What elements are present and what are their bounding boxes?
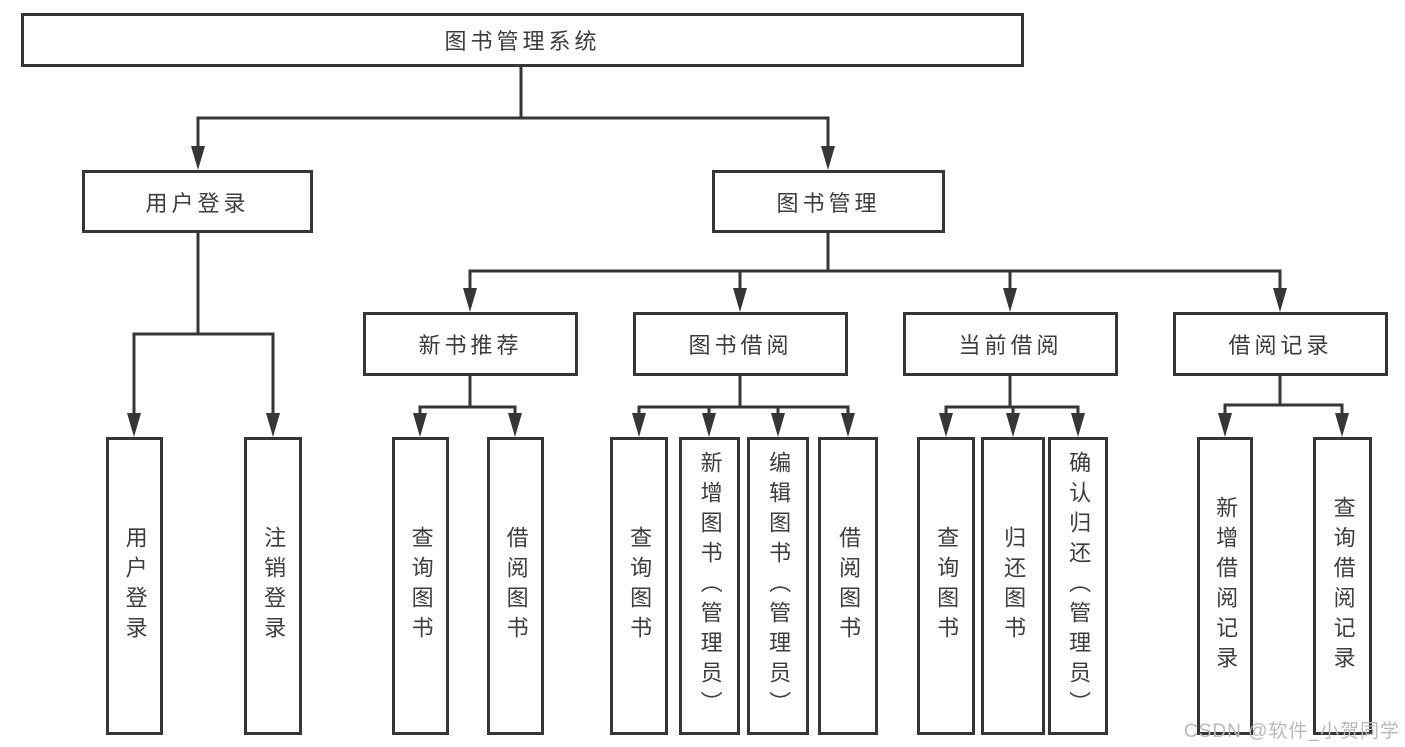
node-borrowing-records: 借阅记录	[1173, 312, 1388, 376]
node-new-book-recommendation-label: 新书推荐	[418, 333, 523, 358]
leaf-add-borrow-record: 新增借阅记录	[1197, 437, 1253, 735]
node-book-management: 图书管理	[712, 170, 945, 233]
leaf-query-books-borrowing: 查询图书	[610, 437, 668, 735]
leaf-query-books-recommendation: 查询图书	[392, 437, 449, 735]
leaf-confirm-return-admin-label: 确认归还（管理员）	[1066, 451, 1092, 721]
leaf-query-books-borrowing-label: 查询图书	[627, 526, 653, 646]
node-user-login-label: 用户登录	[145, 190, 250, 216]
node-user-login: 用户登录	[82, 170, 313, 233]
leaf-borrow-books-borrowing: 借阅图书	[818, 437, 878, 735]
node-root: 图书管理系统	[21, 13, 1024, 67]
leaf-add-book-admin-label: 新增图书（管理员）	[697, 451, 723, 721]
node-book-management-label: 图书管理	[776, 190, 881, 216]
node-book-borrowing-label: 图书借阅	[688, 333, 793, 358]
leaf-borrow-books-borrowing-label: 借阅图书	[836, 526, 862, 646]
leaf-query-books-current: 查询图书	[917, 437, 975, 735]
leaf-borrow-books-recommendation-label: 借阅图书	[503, 526, 529, 646]
leaf-return-book-label: 归还图书	[1001, 526, 1027, 646]
leaf-user-login: 用户登录	[106, 437, 163, 735]
node-new-book-recommendation: 新书推荐	[363, 312, 578, 376]
leaf-borrow-books-recommendation: 借阅图书	[487, 437, 544, 735]
arrowheads	[127, 146, 1349, 437]
node-root-label: 图书管理系统	[444, 29, 601, 54]
node-borrowing-records-label: 借阅记录	[1228, 333, 1333, 358]
node-book-borrowing: 图书借阅	[633, 312, 848, 376]
node-current-borrowing-label: 当前借阅	[958, 333, 1063, 358]
leaf-query-borrow-record-label: 查询借阅记录	[1330, 496, 1356, 676]
node-current-borrowing: 当前借阅	[903, 312, 1118, 376]
leaf-add-book-admin: 新增图书（管理员）	[679, 437, 740, 735]
leaf-confirm-return-admin: 确认归还（管理员）	[1048, 437, 1108, 735]
leaf-logout: 注销登录	[244, 437, 302, 735]
leaf-user-login-label: 用户登录	[122, 526, 148, 646]
leaf-query-books-recommendation-label: 查询图书	[408, 526, 434, 646]
leaf-add-borrow-record-label: 新增借阅记录	[1213, 496, 1239, 676]
leaf-logout-label: 注销登录	[261, 526, 287, 646]
leaf-return-book: 归还图书	[981, 437, 1045, 735]
leaf-query-borrow-record: 查询借阅记录	[1313, 437, 1372, 735]
leaf-edit-book-admin: 编辑图书（管理员）	[747, 437, 809, 735]
watermark: CSDN @软件_小贺同学	[1184, 721, 1400, 742]
leaf-query-books-current-label: 查询图书	[934, 526, 960, 646]
leaf-edit-book-admin-label: 编辑图书（管理员）	[766, 451, 792, 721]
